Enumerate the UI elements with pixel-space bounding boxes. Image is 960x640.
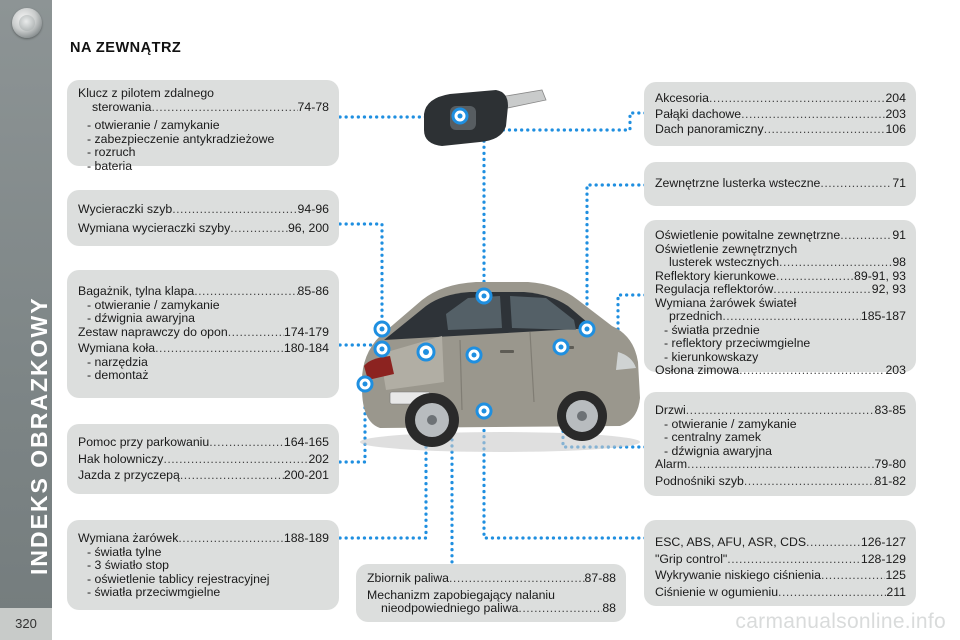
list-item: - narzędzia (87, 354, 148, 369)
box-accessories: Akcesoria204 Pałąki dachowe203 Dach pano… (644, 82, 916, 146)
page-title: NA ZEWNĄTRZ (70, 40, 182, 56)
list-item: - dźwignia awaryjna (664, 443, 772, 458)
grip-control-row[interactable]: "Grip control"128-129 (655, 552, 906, 567)
key-title: Klucz z pilotem zdalnego (78, 86, 215, 100)
box-parking: Pomoc przy parkowaniu164-165 Hak holowni… (67, 424, 339, 494)
directional-lights-row[interactable]: Reflektory kierunkowe89-91, 93 (655, 269, 906, 284)
wipers-replace-row[interactable]: Wymiana wycieraczki szyby96, 200 (78, 221, 329, 236)
esc-row[interactable]: ESC, ABS, AFU, ASR, CDS126-127 (655, 535, 906, 550)
list-item: - otwieranie / zamykanie (664, 416, 797, 431)
box-lighting: Oświetlenie powitalne zewnętrzne91 Oświe… (644, 220, 916, 377)
front-bulbs-row[interactable]: przednich185-187 (655, 309, 906, 324)
fuel-tank-row[interactable]: Zbiornik paliwa87-88 (367, 571, 616, 586)
tyre-pressure-row[interactable]: Ciśnienie w ogumieniu211 (655, 585, 906, 600)
list-item: - reflektory przeciwmgielne (664, 336, 811, 350)
list-item: - rozruch (87, 145, 136, 159)
watermark: carmanualsonline.info (735, 610, 946, 633)
list-item: - światła przeciwmgielne (87, 585, 221, 599)
mirror-lighting-title: Oświetlenie zewnętrznych (655, 241, 798, 256)
car-illustration (360, 282, 640, 452)
list-item: - 3 światło stop (87, 558, 170, 572)
list-item: - demontaż (87, 368, 149, 382)
list-item: - dźwignia awaryjna (87, 311, 195, 325)
mirrors-row[interactable]: Zewnętrzne lusterka wsteczne71 (655, 176, 906, 191)
page-number: 320 (0, 608, 52, 640)
under-inflation-row[interactable]: Wykrywanie niskiego ciśnienia125 (655, 568, 906, 583)
panoramic-roof-row[interactable]: Dach panoramiczny106 (655, 122, 906, 137)
vertical-title-text: INDEKS OBRAZKOWY (26, 296, 52, 575)
trailer-row[interactable]: Jazda z przyczepą200-201 (78, 468, 329, 483)
vertical-title: INDEKS OBRAZKOWY (0, 296, 52, 580)
box-fuel: Zbiornik paliwa87-88 Mechanizm zapobiega… (356, 564, 626, 622)
misfuel-title: Mechanizm zapobiegający nalaniu (367, 587, 555, 602)
box-wipers: Wycieraczki szyb94-96 Wymiana wycieraczk… (67, 190, 339, 246)
list-item: - otwieranie / zamykanie (87, 297, 220, 312)
list-item: - zabezpieczenie antykradzieżowe (87, 131, 275, 146)
list-item: - otwieranie / zamykanie (87, 118, 220, 132)
box-boot: Bagażnik, tylna klapa85-86 - otwieranie … (67, 270, 339, 398)
list-item: - kierunkowskazy (664, 349, 759, 364)
towbar-row[interactable]: Hak holowniczy202 (78, 452, 329, 467)
repair-kit-row[interactable]: Zestaw naprawczy do opon174-179 (78, 325, 329, 340)
doors-row[interactable]: Drzwi83-85 (655, 403, 906, 418)
headlamp-adjust-row[interactable]: Regulacja reflektorów92, 93 (655, 282, 906, 297)
list-item: - oświetlenie tablicy rejestracyjnej (87, 571, 270, 586)
roof-bars-row[interactable]: Pałąki dachowe203 (655, 107, 906, 122)
box-doors: Drzwi83-85 - otwieranie / zamykanie - ce… (644, 392, 916, 496)
mirror-lighting-row[interactable]: lusterek wstecznych98 (655, 255, 906, 270)
list-item: - centralny zamek (664, 430, 762, 444)
remote-key-illustration (424, 89, 547, 146)
box-mirrors: Zewnętrzne lusterka wsteczne71 (644, 162, 916, 206)
list-item: - bateria (87, 158, 133, 173)
ring-icon (12, 8, 42, 38)
windows-row[interactable]: Podnośniki szyb81-82 (655, 474, 906, 489)
bulbs-row[interactable]: Wymiana żarówek188-189 (78, 531, 329, 546)
parking-row[interactable]: Pomoc przy parkowaniu164-165 (78, 435, 329, 450)
boot-row[interactable]: Bagażnik, tylna klapa85-86 (78, 284, 329, 299)
wipers-row[interactable]: Wycieraczki szyb94-96 (78, 202, 329, 217)
box-esc: ESC, ABS, AFU, ASR, CDS126-127 "Grip con… (644, 520, 916, 606)
welcome-lighting-row[interactable]: Oświetlenie powitalne zewnętrzne91 (655, 228, 906, 243)
accessories-row[interactable]: Akcesoria204 (655, 91, 906, 106)
sidebar: INDEKS OBRAZKOWY 320 (0, 0, 52, 640)
box-bulbs: Wymiana żarówek188-189 - światła tylne -… (67, 520, 339, 610)
list-item: - światła przednie (664, 322, 760, 337)
alarm-row[interactable]: Alarm79-80 (655, 457, 906, 472)
wheel-row[interactable]: Wymiana koła180-184 (78, 341, 329, 356)
front-bulbs-title: Wymiana żarówek świateł (655, 295, 797, 310)
winter-cover-row[interactable]: Osłona zimowa203 (655, 363, 906, 378)
list-item: - światła tylne (87, 544, 162, 559)
box-key: Klucz z pilotem zdalnego sterowania74-78… (67, 80, 339, 172)
key-row[interactable]: sterowania74-78 (78, 100, 329, 115)
misfuel-row[interactable]: nieodpowiedniego paliwa88 (367, 601, 616, 616)
